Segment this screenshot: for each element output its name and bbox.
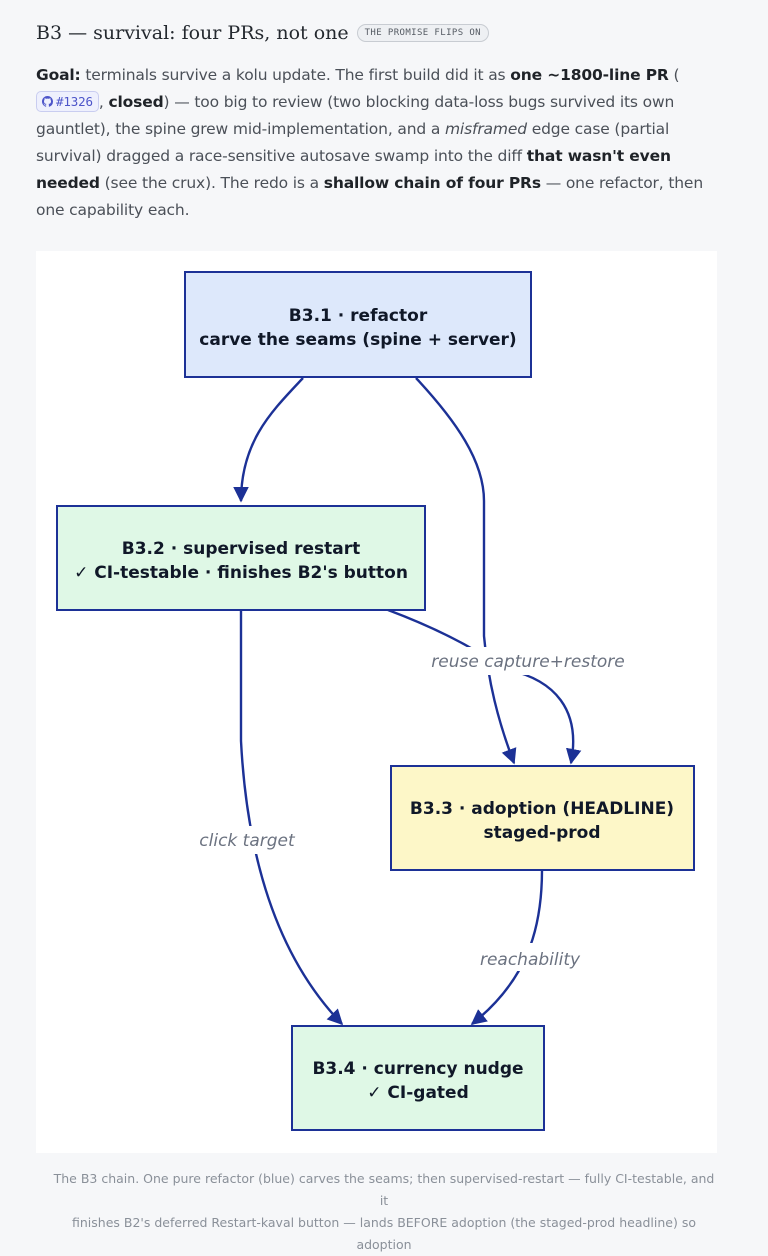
edge-b32-to-b33 <box>387 608 582 765</box>
node-b3-3-subtitle: staged-prod <box>483 823 600 843</box>
intro-text-2: ( <box>668 66 680 84</box>
intro-text-7: — one refactor, then one capability each… <box>36 174 703 219</box>
edge-b32-to-b34 <box>239 610 344 1026</box>
intro-text-4: ) — too big to review (two blocking data… <box>36 93 675 138</box>
edge-b31-to-b33 <box>415 377 517 765</box>
intro-bold-pr-size: one ~1800-line PR <box>510 66 669 84</box>
node-b3-2-title: B3.2 · supervised restart <box>122 539 360 559</box>
edge-label-reach: reachability <box>480 950 581 970</box>
node-b3-1-subtitle: carve the seams (spine + server) <box>199 330 516 350</box>
node-b3-1-title: B3.1 · refactor <box>289 306 428 326</box>
pr-chain-diagram: reuse capture+restore click target reach… <box>36 251 717 1153</box>
node-b3-4-subtitle: ✓ CI-gated <box>367 1083 469 1103</box>
edge-label-click-bg <box>196 826 298 854</box>
intro-bold-not-needed: that wasn't even needed <box>36 147 671 192</box>
node-b3-4-title: B3.4 · currency nudge <box>312 1059 523 1079</box>
caption-line-2: finishes B2's deferred Restart-kaval but… <box>72 1215 696 1252</box>
github-icon <box>42 96 53 107</box>
edge-label-reach-bg <box>478 943 582 971</box>
intro-text-3: , <box>98 93 109 111</box>
node-b3-3-title: B3.3 · adoption (HEADLINE) <box>410 799 674 819</box>
node-b3-3: B3.3 · adoption (HEADLINE) staged-prod <box>390 765 695 871</box>
intro-italic-misframed: misframed <box>444 120 527 138</box>
node-b3-1: B3.1 · refactor carve the seams (spine +… <box>184 271 532 378</box>
intro-bold-closed: closed <box>108 93 164 111</box>
node-b3-4: B3.4 · currency nudge ✓ CI-gated <box>291 1025 545 1131</box>
edge-label-reuse-bg <box>432 647 620 675</box>
diagram-caption: The B3 chain. One pure refactor (blue) c… <box>50 1168 718 1256</box>
section-title: B3 — survival: four PRs, not one <box>36 22 349 44</box>
edge-label-click: click target <box>199 831 296 851</box>
intro-bold-chain: shallow chain of four PRs <box>323 174 541 192</box>
edge-b31-to-b32 <box>233 377 304 503</box>
intro-paragraph: Goal: terminals survive a kolu update. T… <box>36 62 734 224</box>
intro-text-6: (see the crux). The redo is a <box>99 174 324 192</box>
caption-line-1: The B3 chain. One pure refactor (blue) c… <box>53 1171 715 1208</box>
goal-label: Goal: <box>36 66 81 84</box>
intro-text-5: edge case (partial survival) dragged a r… <box>36 120 670 165</box>
node-b3-2-subtitle: ✓ CI-testable · finishes B2's button <box>74 563 408 583</box>
intro-text-1: terminals survive a kolu update. The fir… <box>80 66 511 84</box>
edge-label-reuse: reuse capture+restore <box>431 652 624 672</box>
promise-badge: THE PROMISE FLIPS ON <box>356 24 489 42</box>
pr-link[interactable]: #1326 <box>36 91 99 112</box>
pr-link-label: #1326 <box>56 94 93 109</box>
diagram-canvas: reuse capture+restore click target reach… <box>56 271 695 1131</box>
node-b3-2: B3.2 · supervised restart ✓ CI-testable … <box>56 505 426 611</box>
section-heading: B3 — survival: four PRs, not one THE PRO… <box>36 22 489 44</box>
